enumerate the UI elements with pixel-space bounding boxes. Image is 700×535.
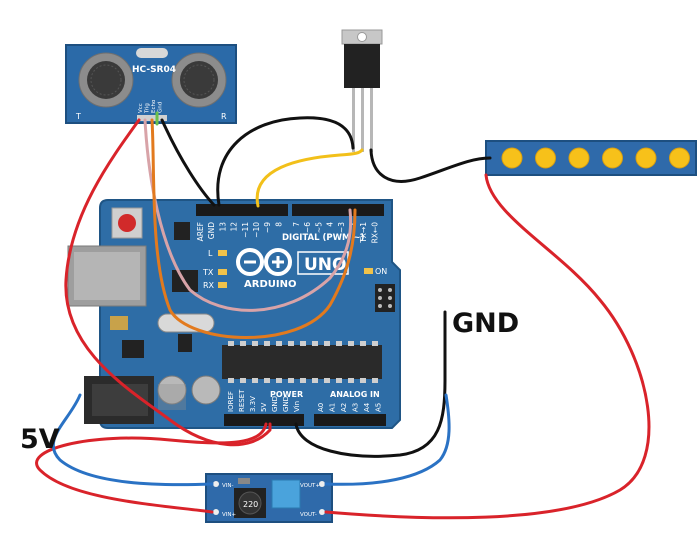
sensor-r-label: R bbox=[221, 112, 227, 121]
wire-black-transistor bbox=[216, 116, 355, 207]
power-pin-label: GND bbox=[282, 396, 290, 412]
led-dot bbox=[501, 147, 523, 169]
digital-pin-label: ~11 bbox=[241, 222, 250, 238]
analog-header bbox=[314, 414, 386, 426]
dc-dc-converter: 220 VIN- VIN+ VOUT+ VOUT- bbox=[205, 473, 333, 523]
analog-pin-label: A3 bbox=[352, 403, 360, 412]
atmega-chip bbox=[222, 345, 382, 379]
capacitor bbox=[157, 375, 187, 405]
digital-pin-label: TX→1 bbox=[359, 222, 368, 244]
led-dot bbox=[535, 147, 556, 169]
wire-yellow-gate bbox=[255, 148, 364, 208]
led-on-label: ON bbox=[375, 267, 387, 276]
analog-pin-label: A1 bbox=[329, 403, 337, 412]
led-rx-label: RX bbox=[203, 281, 215, 290]
power-pin-label: IOREF bbox=[227, 391, 235, 412]
wire-blue-converter-in bbox=[51, 393, 214, 487]
digital-pin-label: GND bbox=[207, 222, 216, 239]
led-dot bbox=[568, 147, 590, 169]
inductor-label: 220 bbox=[243, 500, 258, 509]
vout-plus-label: VOUT+ bbox=[300, 483, 320, 489]
led-dot bbox=[635, 147, 657, 169]
wire-black-gnd bbox=[294, 310, 447, 458]
digital-pin-label: ~6 bbox=[303, 222, 312, 233]
digital-pin-label: ~3 bbox=[337, 222, 346, 233]
digital-header bbox=[196, 204, 384, 216]
digital-pin-label: RX←0 bbox=[370, 222, 379, 244]
power-pin-label: 3.3V bbox=[249, 396, 257, 412]
digital-pin-label: 13 bbox=[218, 222, 227, 232]
power-pin-label: RESET bbox=[238, 389, 246, 412]
sensor-pin-label: Vcc bbox=[138, 103, 144, 113]
digital-pin-label: 8 bbox=[274, 222, 283, 227]
power-pin-label: GND bbox=[271, 396, 279, 412]
led-l-label: L bbox=[208, 249, 213, 258]
transistor-to220 bbox=[341, 29, 383, 152]
wire-black-led-strip bbox=[369, 148, 492, 183]
sensor-t-label: T bbox=[75, 112, 81, 121]
wires bbox=[35, 111, 651, 520]
arduino-brand: ARDUINO bbox=[244, 279, 296, 290]
digital-pin-label: ~10 bbox=[252, 222, 261, 238]
power-pin-label: Vin bbox=[293, 401, 301, 412]
gnd-label: GND bbox=[452, 308, 520, 339]
power-pin-label: 5V bbox=[260, 403, 268, 412]
analog-pin-label: A2 bbox=[340, 403, 348, 412]
led-tx-label: TX bbox=[202, 268, 214, 277]
five-volt-label: 5V bbox=[20, 424, 60, 455]
digital-pin-label: ~9 bbox=[263, 222, 272, 233]
power-header bbox=[224, 414, 304, 426]
digital-pin-label: 12 bbox=[230, 222, 239, 232]
wire-orange-echo bbox=[150, 118, 357, 339]
analog-pin-label: A0 bbox=[317, 403, 325, 412]
digital-label: DIGITAL (PWM ~) bbox=[282, 233, 364, 243]
capacitor bbox=[191, 375, 221, 405]
sensor-pin-label: Echo bbox=[151, 99, 157, 113]
wire-red-strip bbox=[324, 173, 651, 520]
sensor-pin-label: Trig bbox=[145, 103, 151, 114]
analog-label: ANALOG IN bbox=[330, 390, 380, 399]
digital-pin-label: 4 bbox=[326, 222, 335, 227]
potentiometer bbox=[271, 479, 301, 509]
led-strip bbox=[485, 140, 697, 176]
digital-pin-label: AREF bbox=[196, 222, 205, 241]
sensor-pin-label: Gnd bbox=[158, 102, 164, 113]
digital-pin-label: 2 bbox=[348, 222, 357, 227]
analog-pin-label: A5 bbox=[375, 403, 383, 412]
digital-pin-label: ~5 bbox=[314, 222, 323, 233]
vout-minus-label: VOUT- bbox=[300, 512, 317, 518]
analog-pin-label: A4 bbox=[363, 402, 371, 412]
led-dot bbox=[602, 147, 623, 169]
vin-minus-label: VIN- bbox=[222, 483, 233, 489]
power-label: POWER bbox=[270, 390, 303, 399]
sensor-model-label: HC-SR04 bbox=[132, 65, 176, 75]
wire-blue-converter-out bbox=[324, 393, 451, 486]
vin-plus-label: VIN+ bbox=[222, 512, 236, 518]
arduino-logo bbox=[236, 248, 292, 276]
wire-black-sensor-gnd bbox=[160, 118, 216, 207]
digital-pin-label: 7 bbox=[292, 222, 301, 227]
led-dot bbox=[669, 147, 690, 169]
